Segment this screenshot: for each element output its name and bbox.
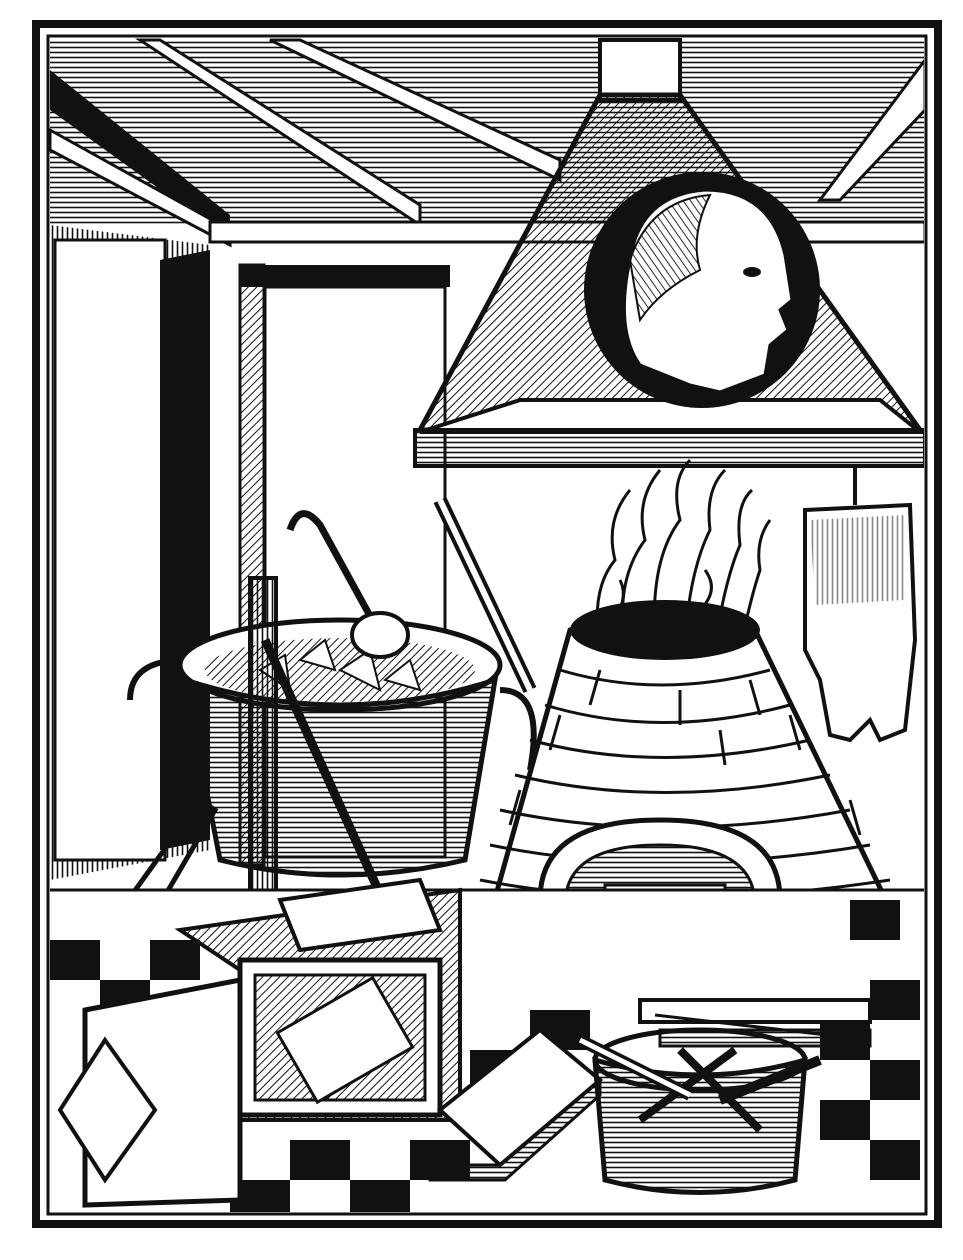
ceiling-beams: [48, 38, 924, 248]
crucible-pot: [577, 1027, 822, 1195]
outer-border: [32, 20, 942, 1228]
right-window: [817, 58, 924, 202]
stirring-rod: [260, 497, 537, 907]
hanging-glove: [803, 465, 918, 743]
portrait-medallion: [584, 172, 820, 408]
anvil-tools: [638, 998, 872, 1048]
inner-border: [46, 34, 928, 1216]
chests: [57, 877, 462, 1208]
ladle: [286, 510, 410, 659]
